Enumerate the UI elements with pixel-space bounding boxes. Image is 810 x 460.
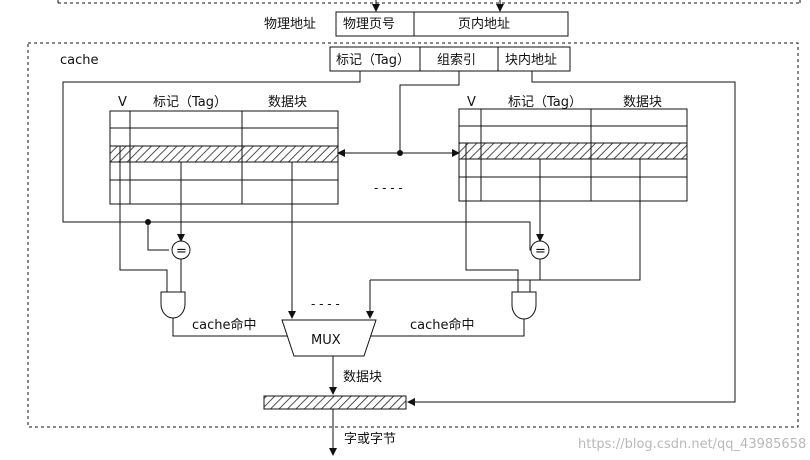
block-offset-line xyxy=(407,71,736,406)
left-way-valid-header: V xyxy=(118,95,127,110)
way-tag-to-comparator-lines xyxy=(177,159,544,242)
cache-label: cache xyxy=(60,53,99,68)
set-index-lines xyxy=(337,71,460,157)
address-set-index-field: 组索引 xyxy=(437,53,476,68)
address-tag-lines xyxy=(62,71,533,251)
address-block-offset-field: 块内地址 xyxy=(505,52,557,68)
mux-input-ellipsis: - - - - xyxy=(311,297,340,311)
physical-address-register xyxy=(335,11,569,37)
physical-address-label: 物理地址 xyxy=(264,17,316,32)
output-label: 字或字节 xyxy=(344,432,396,447)
left-way-tag-header: 标记（Tag） xyxy=(153,95,227,110)
upper-dashed-frame xyxy=(57,0,801,4)
right-selected-line xyxy=(459,143,687,159)
left-comparator-symbol: = xyxy=(176,244,187,259)
tag-junction xyxy=(145,219,151,225)
page-offset: 页内地址 xyxy=(458,16,510,32)
way-ellipsis: - - - - xyxy=(374,181,403,195)
physical-page-number: 物理页号 xyxy=(343,17,395,32)
right-cache-way-table xyxy=(458,108,688,202)
left-selected-line xyxy=(110,146,338,162)
left-and-gate xyxy=(160,291,186,319)
right-way-valid-header: V xyxy=(467,95,476,110)
watermark: https://blog.csdn.net/qq_43985658 xyxy=(578,437,806,452)
right-cache-hit-label: cache命中 xyxy=(410,317,475,333)
right-way-data-header: 数据块 xyxy=(623,95,662,110)
left-cache-way-table xyxy=(109,110,339,205)
right-way-tag-header: 标记（Tag） xyxy=(508,95,582,110)
address-tag-field: 标记（Tag） xyxy=(336,53,410,68)
mux-label: MUX xyxy=(311,333,341,348)
address-input-arrows xyxy=(372,0,504,12)
mux xyxy=(281,319,377,357)
cache-dashed-frame xyxy=(27,42,799,428)
right-comparator-symbol: = xyxy=(535,244,546,259)
hit-lines xyxy=(172,318,525,337)
left-cache-hit-label: cache命中 xyxy=(192,317,257,333)
right-and-gate xyxy=(511,291,537,320)
left-way-data-header: 数据块 xyxy=(268,95,307,110)
cache-address-register xyxy=(329,46,571,72)
and-gate-input-lines xyxy=(119,143,541,292)
selected-data-block-label: 数据块 xyxy=(343,370,382,385)
set-index-junction xyxy=(397,150,403,156)
data-block-to-mux-lines xyxy=(288,159,641,319)
selected-data-block xyxy=(263,395,407,410)
